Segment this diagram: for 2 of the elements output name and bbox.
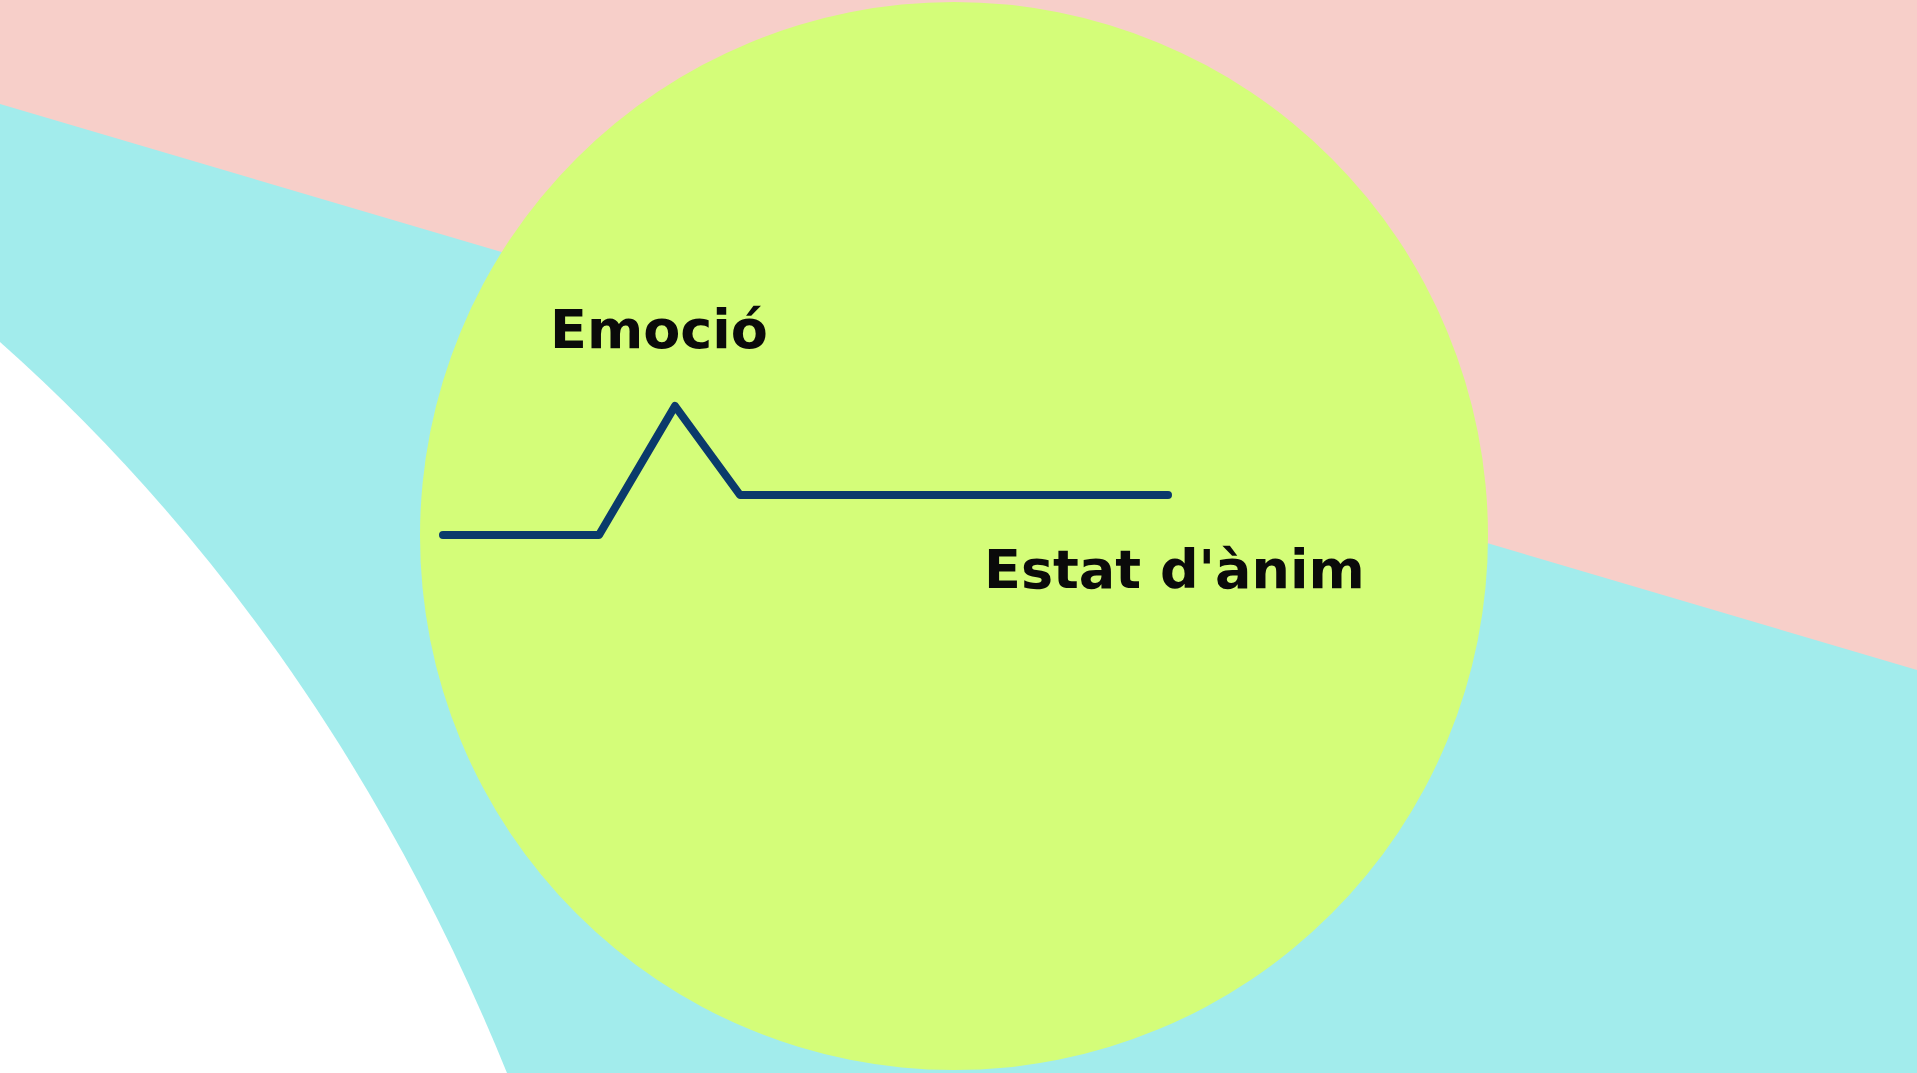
- graph-label: Emoció: [550, 298, 768, 361]
- graph-label: Estat d'ànim: [984, 538, 1365, 601]
